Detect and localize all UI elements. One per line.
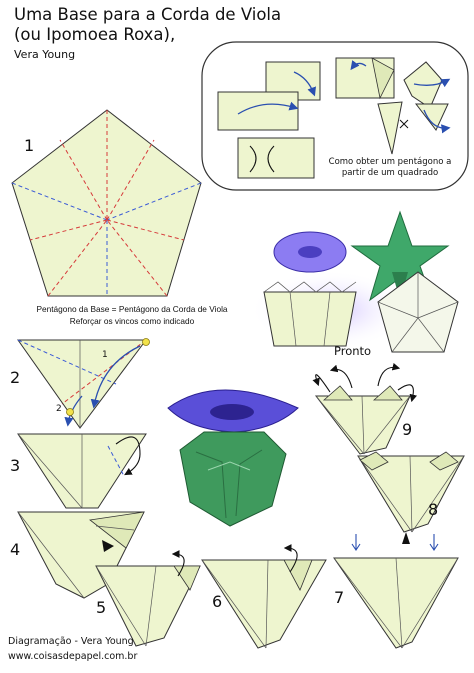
step3-diagram bbox=[17, 433, 147, 509]
step2-marker-1: 1 bbox=[102, 350, 108, 360]
step-number-8: 8 bbox=[428, 500, 439, 519]
finished-flowers-illustration bbox=[250, 210, 459, 353]
title-line-1: Uma Base para a Corda de Viola bbox=[14, 5, 282, 24]
step-number-1: 1 bbox=[24, 136, 35, 155]
square-step-d bbox=[217, 91, 299, 131]
title-line-2: (ou Ipomoea Roxa), bbox=[14, 25, 176, 44]
ready-label: Pronto bbox=[334, 344, 372, 358]
step-number-9: 9 bbox=[402, 420, 413, 439]
step4-diagram bbox=[17, 511, 145, 599]
completed-model-photo bbox=[167, 389, 299, 527]
step-number-6: 6 bbox=[212, 592, 223, 611]
pentagon-caption-2: Reforçar os vincos como indicado bbox=[69, 316, 195, 326]
step2-marker-2: 2 bbox=[56, 404, 62, 414]
pentagon-note: Como obter um pentágono a partir de um q… bbox=[328, 157, 452, 178]
pentagon-caption-1: Pentágono da Base = Pentágono da Corda d… bbox=[36, 304, 228, 314]
step7-diagram bbox=[333, 534, 459, 649]
step2-diagram bbox=[17, 338, 150, 429]
step-number-4: 4 bbox=[10, 540, 21, 559]
step6-diagram bbox=[201, 544, 327, 649]
step1-pentagon bbox=[11, 109, 202, 297]
step5-diagram bbox=[95, 550, 201, 647]
footer-website[interactable]: www.coisasdepapel.com.br bbox=[8, 651, 138, 662]
footer-credit: Diagramação - Vera Young bbox=[8, 636, 134, 647]
step-number-3: 3 bbox=[10, 456, 21, 475]
square-step-f bbox=[377, 101, 403, 155]
step-number-5: 5 bbox=[96, 598, 107, 617]
step9-diagram bbox=[312, 362, 418, 455]
author: Vera Young bbox=[14, 48, 76, 61]
square-step-e bbox=[237, 137, 315, 179]
step8-diagram bbox=[357, 451, 465, 544]
pentagon-from-square-panel bbox=[201, 41, 469, 191]
step-number-7: 7 bbox=[334, 588, 345, 607]
step-number-2: 2 bbox=[10, 368, 21, 387]
